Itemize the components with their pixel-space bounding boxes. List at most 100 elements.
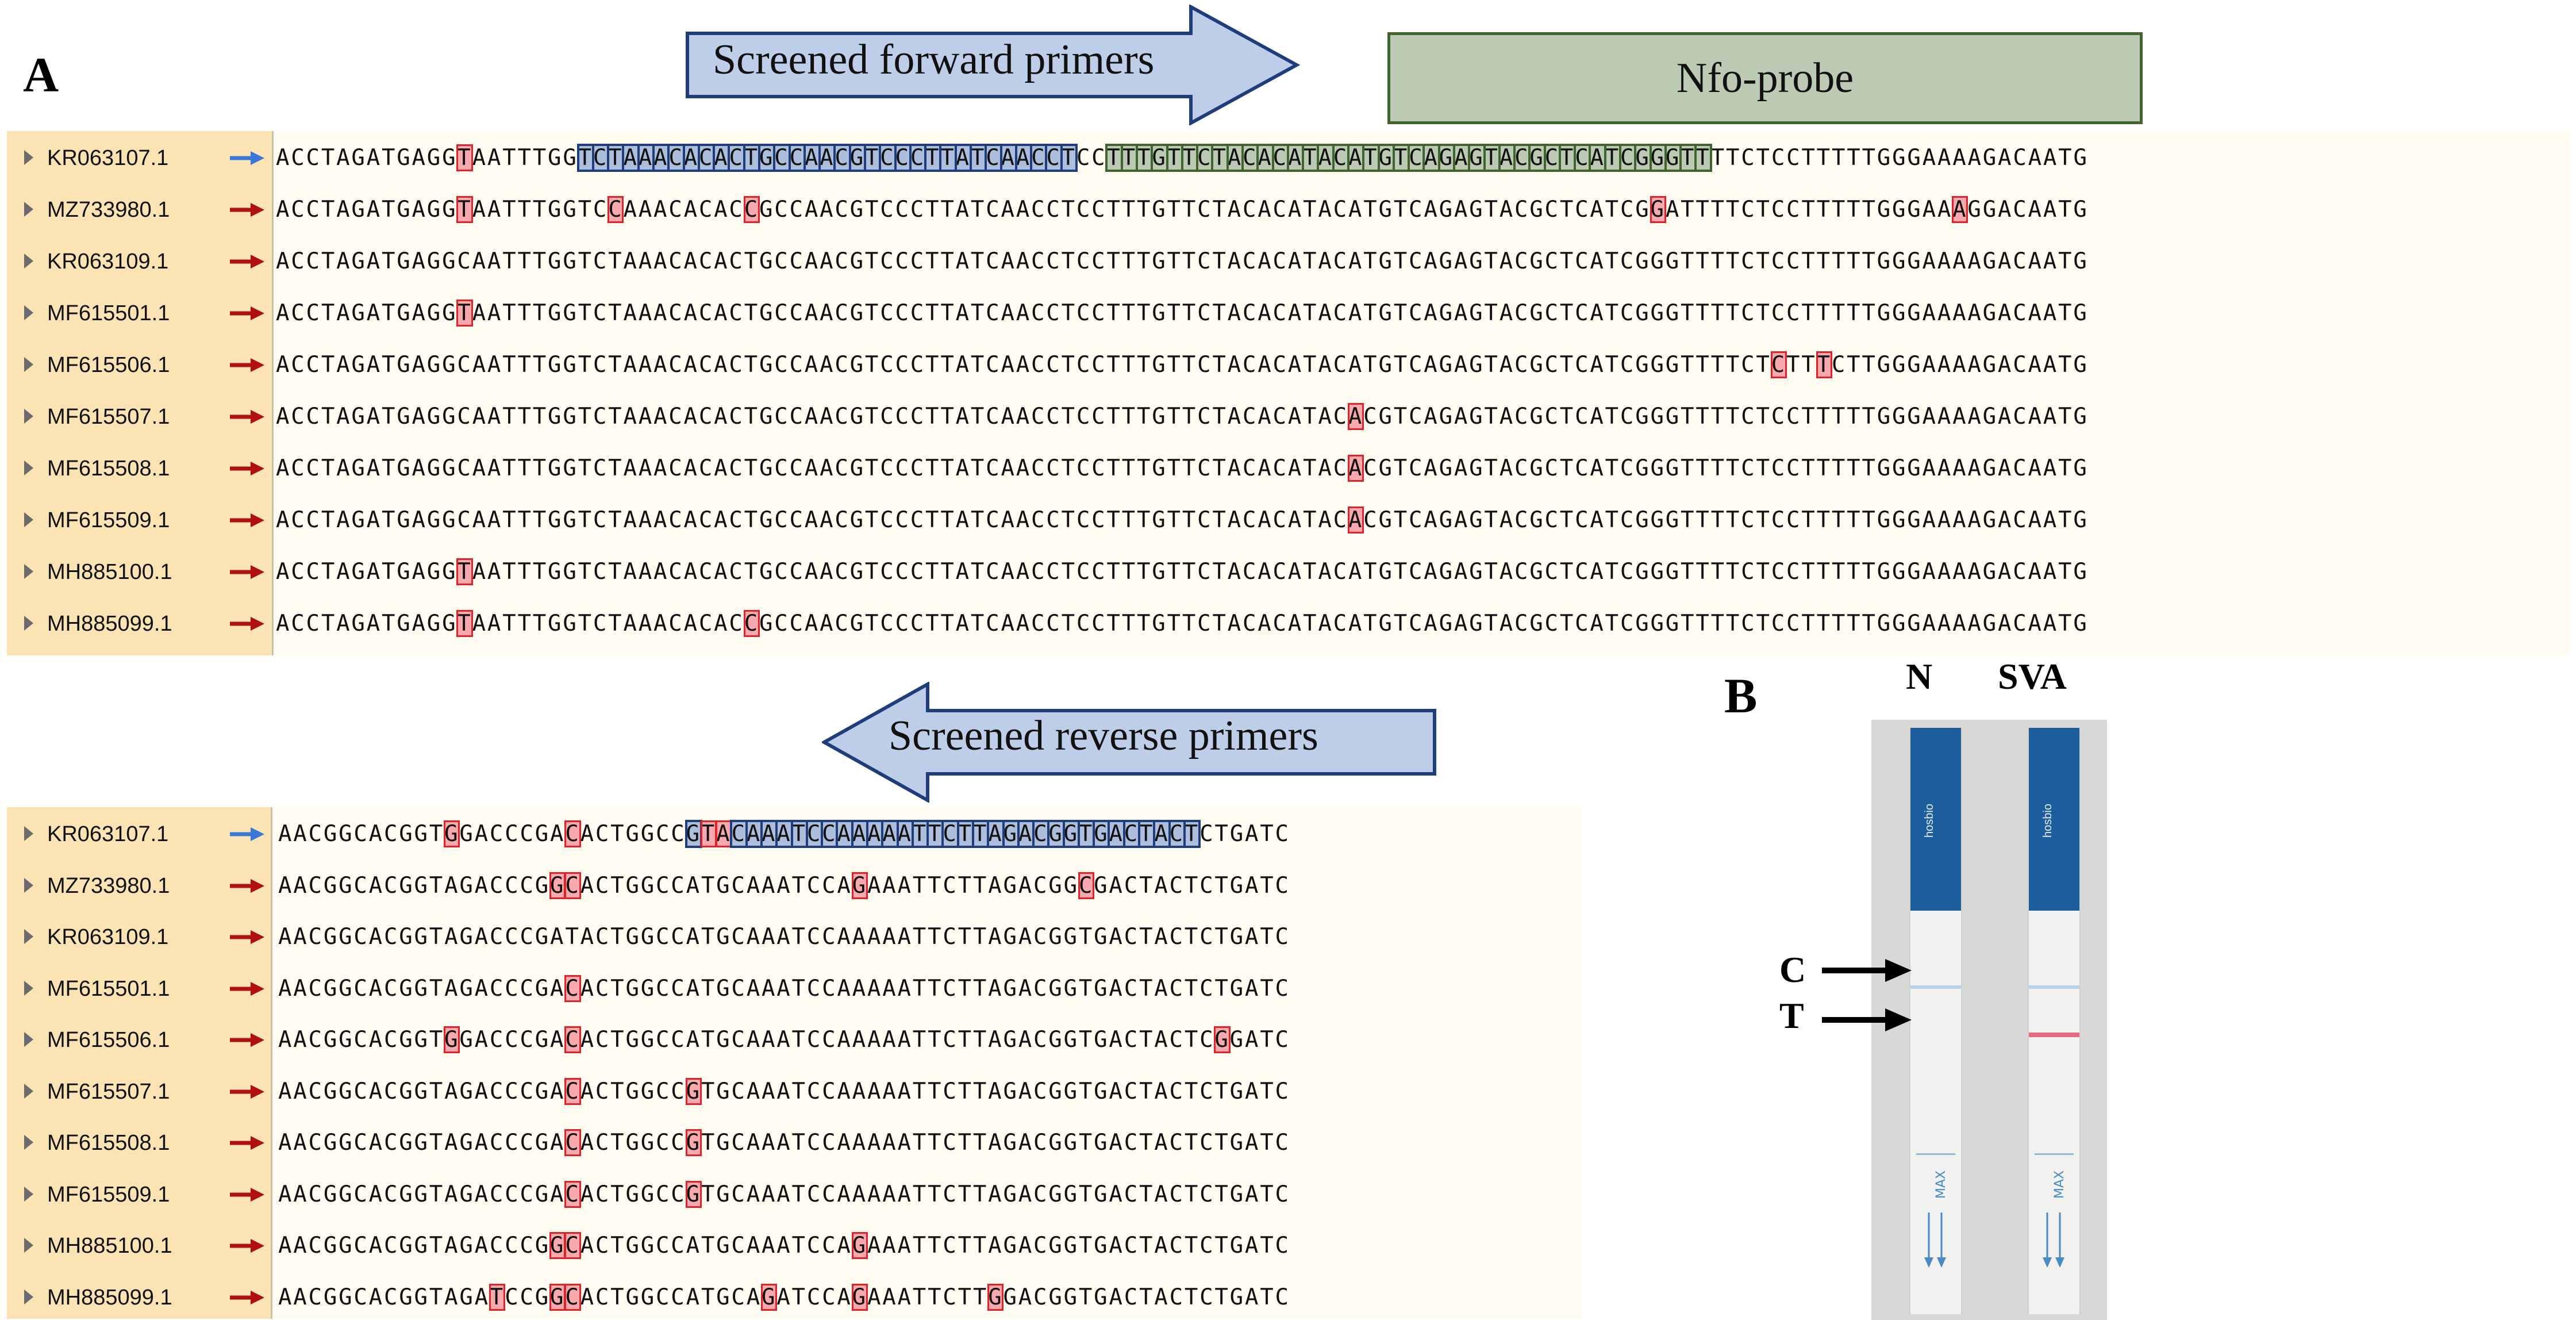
- variant-arrow-icon: [230, 1136, 264, 1150]
- row-expand-icon[interactable]: [24, 1083, 33, 1099]
- variant-arrow-icon: [230, 981, 264, 996]
- variant-arrow-icon: [230, 1033, 264, 1047]
- row-expand-icon[interactable]: [24, 202, 33, 217]
- row-expand-icon[interactable]: [24, 1289, 33, 1304]
- strip-sva-test-line: [2029, 1033, 2079, 1037]
- variant-arrow-icon: [230, 1290, 264, 1304]
- strip-sva-sample-pad: MAX: [2035, 1153, 2074, 1287]
- row-expand-icon[interactable]: [24, 877, 33, 893]
- row-expand-icon[interactable]: [24, 616, 33, 631]
- accession-label: MF615508.1: [47, 1131, 170, 1155]
- sequence-row: ACCTAGATGAGGCAATTTGGTCTAAACACACTGCCAACGT…: [276, 506, 2089, 534]
- row-expand-icon[interactable]: [24, 150, 33, 165]
- top-accession-column: [7, 131, 274, 655]
- row-expand-icon[interactable]: [24, 1032, 33, 1047]
- variant-arrow-icon: [230, 1084, 264, 1099]
- nfo-probe-box: Nfo-probe: [1387, 32, 2143, 124]
- sequence-row: AACGGCACGGTAGATCCGGCACTGGCCATGCAGATCCAGA…: [278, 1283, 1290, 1311]
- test-strip-photo: hosbio MAX hosbio MAX: [1871, 720, 2107, 1320]
- variant-arrow-icon: [230, 513, 264, 527]
- sequence-row: AACGGCACGGTAGACCCGACACTGGCCATGCAAATCCAAA…: [278, 974, 1290, 1002]
- top-sequence-column: [274, 131, 2570, 655]
- variant-arrow-icon: [230, 930, 264, 944]
- accession-label: MF615501.1: [47, 976, 170, 1001]
- test-line-label: T: [1779, 995, 1804, 1036]
- strip-label-sva: SVA: [1998, 656, 2067, 697]
- accession-label: MH885100.1: [47, 560, 172, 584]
- bottom-sequence-column: [272, 807, 1582, 1319]
- sequence-row: AACGGCACGGTAGACCCGACACTGGCCGTGCAAATCCAAA…: [278, 1077, 1290, 1105]
- strip-n-sample-pad: MAX: [1916, 1153, 1955, 1287]
- variant-arrow-icon: [230, 878, 264, 893]
- row-expand-icon[interactable]: [24, 461, 33, 475]
- accession-label: MH885099.1: [47, 1285, 172, 1310]
- accession-label: MH885100.1: [47, 1234, 172, 1258]
- accession-label: MF615507.1: [47, 405, 170, 429]
- panel-b-letter: B: [1724, 668, 1758, 723]
- accession-label: KR063109.1: [47, 250, 169, 274]
- strip-sva-brand: hosbio: [2041, 804, 2054, 838]
- row-expand-icon[interactable]: [24, 1135, 33, 1150]
- sequence-row: ACCTAGATGAGGCAATTTGGTCTAAACACACTGCCAACGT…: [276, 403, 2089, 430]
- strip-n-brand: hosbio: [1923, 804, 1936, 838]
- accession-label: KR063107.1: [47, 822, 169, 846]
- strip-n-control-line: [1910, 985, 1961, 989]
- forward-primers-arrow: [686, 5, 1300, 125]
- accession-label: MZ733980.1: [47, 198, 170, 222]
- accession-label: MF615506.1: [47, 353, 170, 377]
- row-expand-icon[interactable]: [24, 1186, 33, 1202]
- variant-arrow-icon: [230, 565, 264, 579]
- row-expand-icon[interactable]: [24, 826, 33, 841]
- accession-label: KR063107.1: [47, 146, 169, 170]
- variant-arrow-icon: [230, 617, 264, 631]
- sequence-row: ACCTAGATGAGGTAATTTGGTCTAAACACACTGCCAACGT…: [276, 558, 2089, 585]
- sequence-row: AACGGCACGGTAGACCCGATACTGGCCATGCAAATCCAAA…: [278, 924, 1290, 950]
- variant-arrow-icon: [230, 358, 264, 372]
- sequence-row: AACGGCACGGTAGACCCGGCACTGGCCATGCAAATCCAGA…: [278, 1232, 1290, 1259]
- variant-arrow-icon: [230, 203, 264, 217]
- bottom-alignment: KR063107.1 AACGGCACGGTGGACCCGACACTGGCCGTA…: [7, 807, 1582, 1319]
- accession-label: MH885099.1: [47, 612, 172, 636]
- accession-label: KR063109.1: [47, 925, 169, 949]
- svg-text:MAX: MAX: [1934, 1171, 1948, 1199]
- sequence-row: AACGGCACGGTAGACCCGGCACTGGCCATGCAAATCCAGA…: [278, 872, 1290, 899]
- row-expand-icon[interactable]: [24, 254, 33, 268]
- svg-text:MAX: MAX: [2052, 1171, 2067, 1199]
- variant-arrow-icon: [230, 306, 264, 320]
- strip-sva-cap: [2029, 728, 2079, 911]
- row-expand-icon[interactable]: [24, 305, 33, 320]
- row-expand-icon[interactable]: [24, 929, 33, 944]
- row-expand-icon[interactable]: [24, 564, 33, 579]
- test-line-arrow: [1822, 1008, 1912, 1031]
- sequence-row: AACGGCACGGTGGACCCGACACTGGCCGTACAAATCCAAA…: [278, 820, 1290, 848]
- sequence-row: ACCTAGATGAGGTAATTTGGTCCAAACACACCGCCAACGT…: [276, 196, 2089, 223]
- reverse-primers-arrow: [822, 682, 1436, 803]
- accession-label: MF615509.1: [47, 1182, 170, 1207]
- nfo-probe-label: Nfo-probe: [1676, 54, 1854, 102]
- sequence-row: ACCTAGATGAGGTAATTTGGTCTAAACACACTGCCAACGT…: [276, 300, 2089, 327]
- sequence-row: ACCTAGATGAGGCAATTTGGTCTAAACACACTGCCAACGT…: [276, 248, 2089, 274]
- accession-label: MF615509.1: [47, 508, 170, 532]
- row-expand-icon[interactable]: [24, 409, 33, 424]
- sequence-row: AACGGCACGGTGGACCCGACACTGGCCATGCAAATCCAAA…: [278, 1026, 1290, 1053]
- row-expand-icon[interactable]: [24, 1238, 33, 1253]
- row-expand-icon[interactable]: [24, 512, 33, 527]
- row-expand-icon[interactable]: [24, 357, 33, 372]
- variant-arrow-icon: [230, 1239, 264, 1253]
- strip-sva: hosbio MAX: [2028, 728, 2081, 1314]
- accession-label: MF615508.1: [47, 456, 170, 481]
- sequence-row: AACGGCACGGTAGACCCGACACTGGCCGTGCAAATCCAAA…: [278, 1180, 1290, 1208]
- reference-arrow-icon: [230, 827, 264, 841]
- variant-arrow-icon: [230, 255, 264, 268]
- control-line-arrow: [1822, 959, 1912, 982]
- accession-label: MF615501.1: [47, 301, 170, 325]
- sequence-row: ACCTAGATGAGGCAATTTGGTCTAAACACACTGCCAACGT…: [276, 351, 2089, 378]
- sequence-row: ACCTAGATGAGGTAATTTGGTCTAAACACACTGCCAACGT…: [276, 144, 2089, 172]
- sequence-row: ACCTAGATGAGGCAATTTGGTCTAAACACACTGCCAACGT…: [276, 455, 2089, 482]
- variant-arrow-icon: [230, 1187, 264, 1202]
- row-expand-icon[interactable]: [24, 980, 33, 996]
- reverse-primers-label: Screened reverse primers: [889, 712, 1318, 759]
- strip-n-cap: [1910, 728, 1961, 911]
- accession-label: MF615506.1: [47, 1028, 170, 1052]
